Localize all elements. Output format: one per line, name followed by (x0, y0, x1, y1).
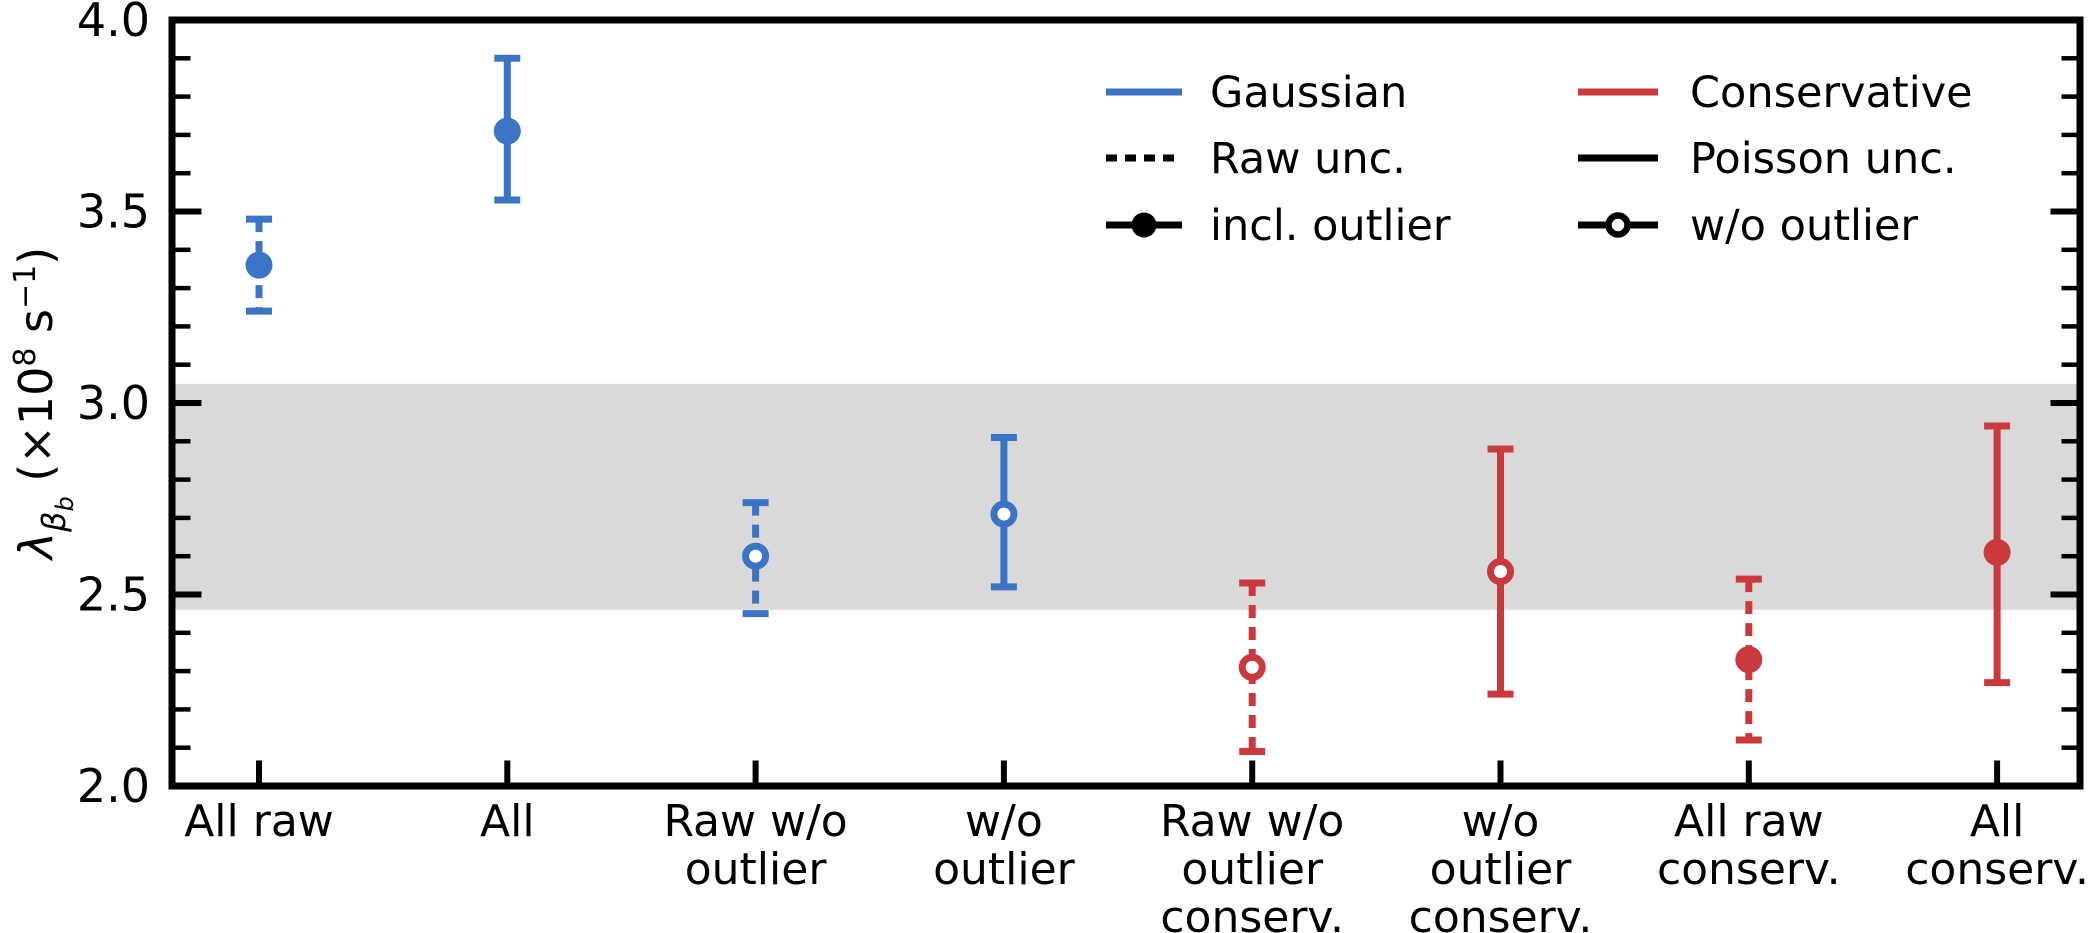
x-tick-label: Raw w/o (663, 796, 847, 847)
reference-band (175, 383, 2077, 610)
legend-marker-open (1605, 212, 1631, 238)
errorbar-w-o-outlier-conserv- (1487, 445, 1514, 698)
legend-marker-filled (1131, 212, 1157, 238)
x-tick-label: conserv. (1905, 844, 2089, 895)
x-tick-label: All raw (184, 796, 334, 847)
data-point-marker (1735, 646, 1763, 674)
y-tick-label: 2.5 (77, 568, 150, 622)
legend-label: Gaussian (1210, 68, 1407, 118)
legend-label: incl. outlier (1210, 201, 1451, 251)
data-point-marker-open (1487, 558, 1514, 586)
legend-label: Conservative (1690, 68, 1973, 118)
data-point-marker (1983, 538, 2011, 566)
data-point-marker-open (1238, 653, 1266, 681)
data-point-marker (493, 117, 521, 145)
y-tick-label: 4.0 (77, 0, 150, 47)
y-tick-label: 3.5 (77, 185, 150, 239)
legend-label: w/o outlier (1690, 201, 1918, 251)
x-tick-label: outlier (933, 844, 1076, 895)
errorbar-all-conserv- (1983, 422, 2011, 687)
axes-frame (168, 16, 2084, 790)
x-tick-label: outlier (1430, 844, 1573, 895)
errorbar-all (493, 54, 521, 204)
x-tick-label: conserv. (1160, 892, 1344, 933)
errorbar-all-raw-conserv- (1735, 575, 1763, 744)
x-tick-label: w/o (965, 796, 1043, 847)
data-point-marker-open (990, 500, 1018, 528)
x-tick-label: All (1970, 796, 2025, 847)
y-tick-label: 2.0 (77, 759, 150, 813)
y-axis-label: λβb (×108 s−1) (8, 247, 79, 562)
legend-label: Poisson unc. (1690, 134, 1957, 184)
x-tick-label: outlier (685, 844, 828, 895)
data-point-marker-open (742, 542, 770, 570)
x-tick-label: conserv. (1409, 892, 1593, 933)
y-ticks: 2.0 2.5 3.0 3.5 4.0 (77, 0, 2077, 813)
errorbar-raw-w-o-outlier (742, 499, 770, 618)
x-tick-label: All raw (1674, 796, 1824, 847)
y-tick-label: 3.0 (77, 376, 150, 430)
errorbar-w-o-outlier (990, 433, 1018, 591)
legend-label: Raw unc. (1210, 134, 1406, 184)
x-tick-label: outlier (1181, 844, 1324, 895)
x-tick-label: All (480, 796, 535, 847)
errorbar-all-raw (245, 215, 273, 315)
x-tick-label: Raw w/o (1160, 796, 1344, 847)
x-tick-label: w/o (1462, 796, 1540, 847)
data-point-marker (245, 251, 273, 279)
x-tick-label: conserv. (1657, 844, 1841, 895)
errorbar-raw-w-o-outlier-conserv- (1238, 579, 1266, 756)
